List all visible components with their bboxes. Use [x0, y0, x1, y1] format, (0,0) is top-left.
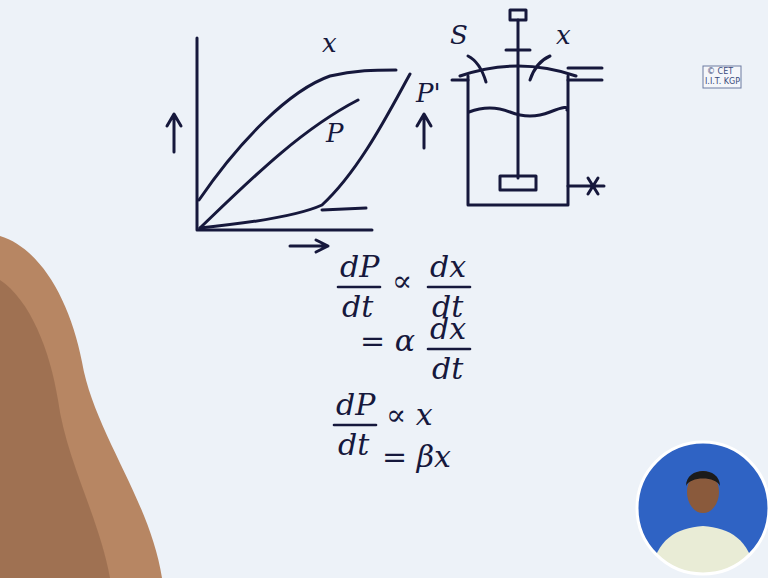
bioreactor — [452, 10, 604, 205]
watermark-box — [703, 66, 741, 88]
shirt — [650, 526, 756, 578]
equation-term: dx — [430, 252, 466, 282]
stream-label: x — [556, 22, 571, 48]
hand-shadow — [0, 280, 110, 578]
graph — [167, 38, 431, 252]
arrow-up — [167, 114, 181, 152]
equation-term: = βx — [382, 442, 451, 472]
fraction-bar — [428, 348, 470, 351]
fraction-bar — [338, 286, 380, 289]
curve-label: x — [322, 30, 337, 56]
equation-term: ∝ x — [386, 400, 433, 430]
equation-term: dP — [336, 390, 375, 420]
watermark: © CET — [707, 68, 733, 76]
fraction-bar — [428, 286, 470, 289]
hub — [506, 49, 530, 52]
baseline — [322, 208, 366, 210]
flange — [452, 68, 602, 80]
presenter-video — [637, 442, 768, 578]
video-frame — [637, 442, 768, 574]
vessel — [468, 76, 568, 205]
face — [687, 471, 719, 513]
equation-term: dt — [432, 354, 463, 384]
equation-term: = α — [360, 326, 415, 356]
shaft — [517, 20, 520, 178]
watermark: I.I.T. KGP — [705, 78, 740, 86]
equation-term: dt — [342, 292, 373, 322]
equation-term: dx — [430, 314, 466, 344]
lid — [460, 66, 576, 76]
axes — [197, 38, 372, 230]
curve-p-prime — [200, 74, 410, 228]
impeller — [500, 176, 536, 190]
equation-term: ∝ — [392, 266, 412, 296]
hand — [0, 236, 162, 578]
arrow-up — [417, 114, 431, 148]
equation-term: dP — [340, 252, 379, 282]
liquid-level — [469, 107, 567, 116]
arrow-right — [290, 240, 328, 252]
hair — [686, 471, 720, 486]
inlet — [530, 56, 550, 80]
outlet-closed — [568, 178, 604, 194]
curve-label: P — [326, 120, 344, 146]
inlet — [468, 56, 486, 82]
curve-label: P' — [416, 80, 441, 106]
stream-label: S — [450, 22, 468, 48]
fraction-bar — [334, 424, 376, 427]
curve-x — [199, 70, 396, 200]
equation-term: dt — [338, 430, 369, 460]
